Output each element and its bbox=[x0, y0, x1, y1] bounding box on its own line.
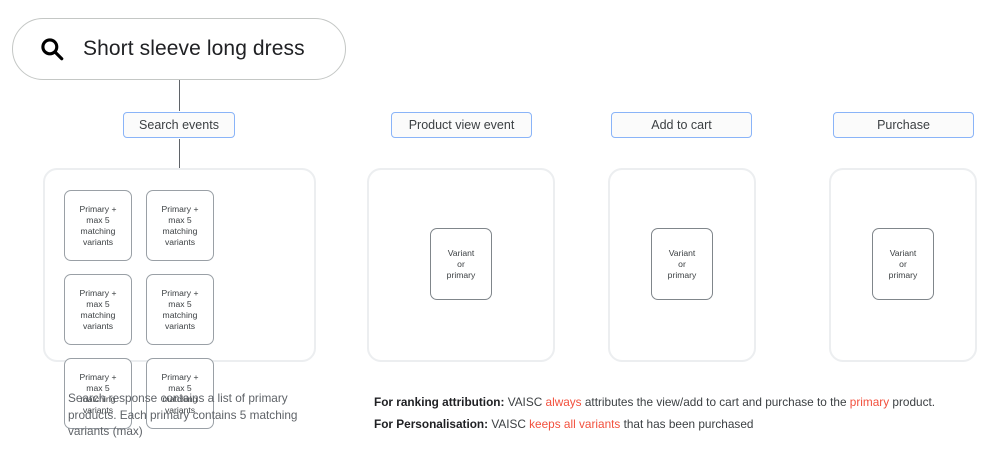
chip-add-to-cart[interactable]: Add to cart bbox=[611, 112, 752, 138]
note-personalisation-part1: VAISC bbox=[488, 417, 530, 431]
product-card-label: Primary + max 5 matching variants bbox=[79, 287, 117, 331]
product-card[interactable]: Primary + max 5 matching variants bbox=[146, 190, 214, 261]
variant-card-product-view[interactable]: Variant or primary bbox=[430, 228, 492, 300]
variant-card-label: Variant or primary bbox=[446, 247, 476, 280]
note-ranking-highlight-primary: primary bbox=[849, 395, 890, 409]
product-card-label: Primary + max 5 matching variants bbox=[161, 203, 199, 247]
note-personalisation-highlight-variants: keeps all variants bbox=[529, 417, 621, 431]
chip-search-events-label: Search events bbox=[139, 118, 219, 132]
caption-search-response: Search response contains a list of prima… bbox=[68, 391, 298, 438]
product-card[interactable]: Primary + max 5 matching variants bbox=[64, 274, 132, 345]
search-query-text: Short sleeve long dress bbox=[83, 37, 305, 60]
note-personalisation-lead: For Personalisation: bbox=[374, 417, 489, 431]
chip-search-events[interactable]: Search events bbox=[123, 112, 235, 138]
product-card-label: Primary + max 5 matching variants bbox=[161, 287, 199, 331]
note-ranking-highlight-always: always bbox=[545, 395, 582, 409]
variant-card-purchase[interactable]: Variant or primary bbox=[872, 228, 934, 300]
product-card[interactable]: Primary + max 5 matching variants bbox=[146, 358, 214, 429]
variant-card-label: Variant or primary bbox=[888, 247, 918, 280]
search-icon bbox=[41, 38, 64, 61]
note-ranking-lead: For ranking attribution: bbox=[374, 395, 505, 409]
variant-card-add-to-cart[interactable]: Variant or primary bbox=[651, 228, 713, 300]
search-bar[interactable]: Short sleeve long dress bbox=[12, 18, 346, 80]
product-card[interactable]: Primary + max 5 matching variants bbox=[64, 358, 132, 429]
note-ranking-attribution: For ranking attribution: VAISC always at… bbox=[374, 391, 989, 413]
note-ranking-part3: product. bbox=[889, 395, 936, 409]
product-card[interactable]: Primary + max 5 matching variants bbox=[146, 274, 214, 345]
chip-add-to-cart-label: Add to cart bbox=[651, 118, 712, 132]
chip-purchase[interactable]: Purchase bbox=[833, 112, 974, 138]
product-card[interactable]: Primary + max 5 matching variants bbox=[64, 190, 132, 261]
chip-purchase-label: Purchase bbox=[877, 118, 930, 132]
product-card-grid: Primary + max 5 matching variants Primar… bbox=[64, 190, 295, 429]
chip-product-view-event[interactable]: Product view event bbox=[391, 112, 532, 138]
note-personalisation: For Personalisation: VAISC keeps all var… bbox=[374, 413, 989, 435]
connector-line-searchbar-to-chip bbox=[179, 80, 180, 111]
chip-product-view-event-label: Product view event bbox=[408, 118, 515, 132]
note-ranking-part2: attributes the view/add to cart and purc… bbox=[581, 395, 850, 409]
product-card-label: Primary + max 5 matching variants bbox=[161, 371, 199, 415]
connector-line-chip-to-panel bbox=[179, 139, 180, 169]
note-ranking-part1: VAISC bbox=[504, 395, 546, 409]
note-personalisation-part2: that has been purchased bbox=[620, 417, 754, 431]
product-card-label: Primary + max 5 matching variants bbox=[79, 203, 117, 247]
notes-block: For ranking attribution: VAISC always at… bbox=[374, 391, 989, 435]
product-card-label: Primary + max 5 matching variants bbox=[79, 371, 117, 415]
variant-card-label: Variant or primary bbox=[667, 247, 697, 280]
